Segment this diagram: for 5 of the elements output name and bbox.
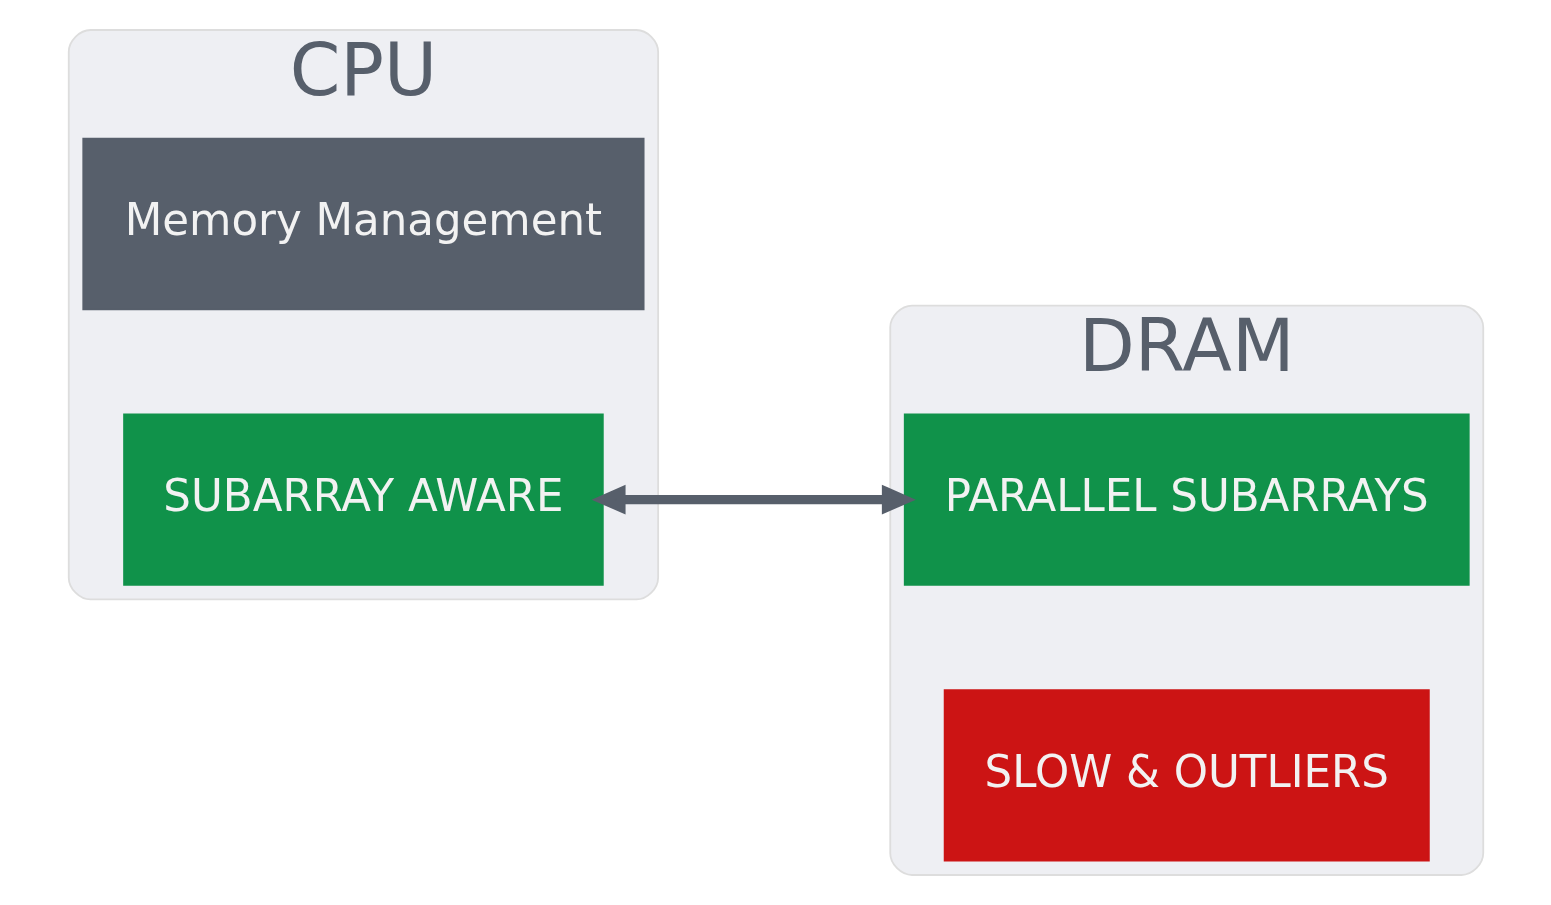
node-box: SUBARRAY AWARE (122, 413, 604, 586)
node-box: SLOW & OUTLIERS (943, 689, 1430, 862)
node-box: PARALLEL SUBARRAYS (903, 413, 1470, 586)
arrow (591, 484, 916, 515)
node-box: Memory Management (81, 137, 645, 311)
